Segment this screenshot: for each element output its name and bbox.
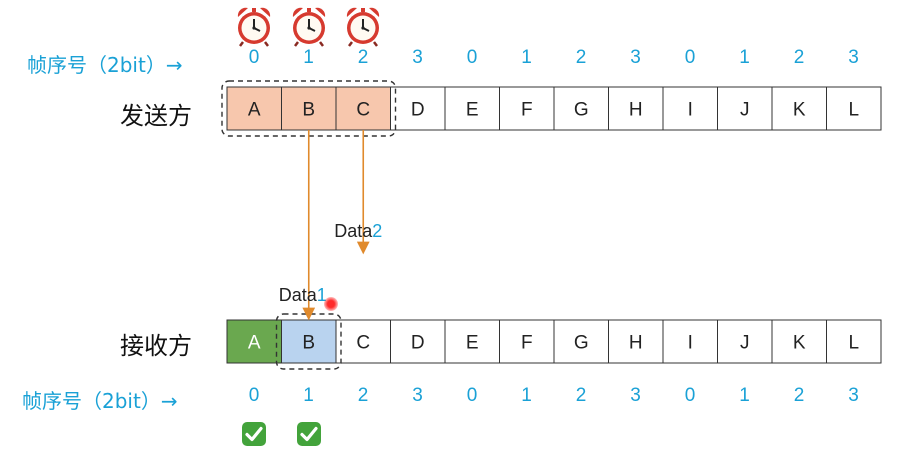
receiver-seq-label: 帧序号（2bit）→ — [22, 389, 178, 413]
seq-number: 1 — [521, 47, 532, 68]
seq-number: 2 — [357, 385, 369, 406]
receiver-frame-label: H — [629, 333, 643, 354]
seq-number: 0 — [684, 47, 696, 68]
seq-number: 1 — [303, 385, 314, 406]
alarm-clock-icon — [289, 5, 329, 47]
receiver-label: 接收方 — [120, 332, 192, 360]
alarm-clock-icon — [343, 5, 383, 47]
seq-number: 2 — [575, 385, 587, 406]
seq-number: 3 — [848, 385, 859, 406]
check-mark-icon — [241, 421, 267, 447]
pointer-dot — [324, 297, 338, 311]
receiver-frame-label: F — [521, 333, 533, 354]
sender-frame-label: K — [793, 100, 806, 121]
sender-frame-label: A — [248, 100, 261, 121]
transmission-label-2: Data2 — [334, 221, 383, 241]
seq-number: 0 — [248, 47, 260, 68]
seq-number: 1 — [739, 47, 750, 68]
receiver-frame-G: G — [553, 319, 609, 364]
receiver-frame-H: H — [608, 319, 664, 364]
sender-frame-label: D — [411, 100, 425, 121]
seq-number: 3 — [412, 47, 423, 68]
receiver-frame-label: J — [740, 333, 750, 354]
receiver-frame-label: G — [574, 333, 589, 354]
seq-number: 1 — [521, 385, 532, 406]
check-mark-icon — [296, 421, 322, 447]
seq-number: 0 — [466, 385, 478, 406]
sender-frame-D: D — [390, 86, 446, 131]
receiver-frame-I: I — [662, 319, 718, 364]
receiver-frame-label: D — [411, 333, 425, 354]
seq-number: 1 — [303, 47, 314, 68]
seq-number: 2 — [575, 47, 587, 68]
receiver-frame-label: L — [848, 333, 859, 354]
seq-number: 3 — [630, 47, 641, 68]
receiver-frame-J: J — [717, 319, 773, 364]
seq-number: 0 — [466, 47, 478, 68]
receiver-frames: A B C D E F G H I J K L — [226, 319, 882, 364]
sender-frame-A: A — [226, 86, 282, 131]
sender-seq-label: 帧序号（2bit）→ — [27, 53, 183, 77]
receiver-window-outline — [275, 313, 342, 370]
receiver-frame-E: E — [444, 319, 500, 364]
sender-frame-G: G — [553, 86, 609, 131]
receiver-frame-C: C — [335, 319, 391, 364]
sender-frame-C: C — [335, 86, 391, 131]
window-outlines — [221, 80, 397, 370]
receiver-frame-A: A — [226, 319, 282, 364]
sender-frame-label: C — [356, 100, 370, 121]
sender-frame-F: F — [499, 86, 555, 131]
sender-frame-B: B — [281, 86, 337, 131]
sender-frame-I: I — [662, 86, 718, 131]
seq-number: 2 — [357, 47, 369, 68]
seq-number: 3 — [630, 385, 641, 406]
seq-number: 0 — [248, 385, 260, 406]
seq-number: 1 — [739, 385, 750, 406]
receiver-frame-K: K — [771, 319, 827, 364]
transmission-label-1: Data1 — [278, 285, 327, 305]
sender-frame-E: E — [444, 86, 500, 131]
receiver-frame-label: K — [793, 333, 806, 354]
seq-number: 2 — [793, 385, 805, 406]
seq-number: 3 — [412, 385, 423, 406]
sender-frame-L: L — [826, 86, 882, 131]
sender-frame-K: K — [771, 86, 827, 131]
sender-frame-J: J — [717, 86, 773, 131]
receiver-frame-B: B — [281, 319, 337, 364]
receiver-frame-D: D — [390, 319, 446, 364]
receiver-frame-label: A — [248, 333, 261, 354]
sender-window-outline — [221, 80, 397, 137]
alarm-clock-icon — [234, 5, 274, 47]
sender-frame-label: J — [740, 100, 750, 121]
receiver-frame-L: L — [826, 319, 882, 364]
sender-frame-label: L — [848, 100, 859, 121]
sender-frame-label: E — [466, 100, 479, 121]
sender-frame-H: H — [608, 86, 664, 131]
receiver-frame-label: B — [302, 333, 315, 354]
receiver-frame-label: E — [466, 333, 479, 354]
receiver-frame-label: I — [688, 333, 693, 354]
transmission-arrows — [302, 130, 370, 321]
sender-frame-label: I — [688, 100, 693, 121]
receiver-frame-label: C — [356, 333, 370, 354]
seq-number: 0 — [684, 385, 696, 406]
sender-label: 发送方 — [120, 102, 192, 130]
sender-frame-label: F — [521, 100, 533, 121]
sender-frames: A B C D E F G H I J K L — [226, 86, 882, 131]
sender-frame-label: B — [302, 100, 315, 121]
receiver-frame-F: F — [499, 319, 555, 364]
seq-number: 2 — [793, 47, 805, 68]
sender-frame-label: G — [574, 100, 589, 121]
sender-frame-label: H — [629, 100, 643, 121]
seq-number: 3 — [848, 47, 859, 68]
